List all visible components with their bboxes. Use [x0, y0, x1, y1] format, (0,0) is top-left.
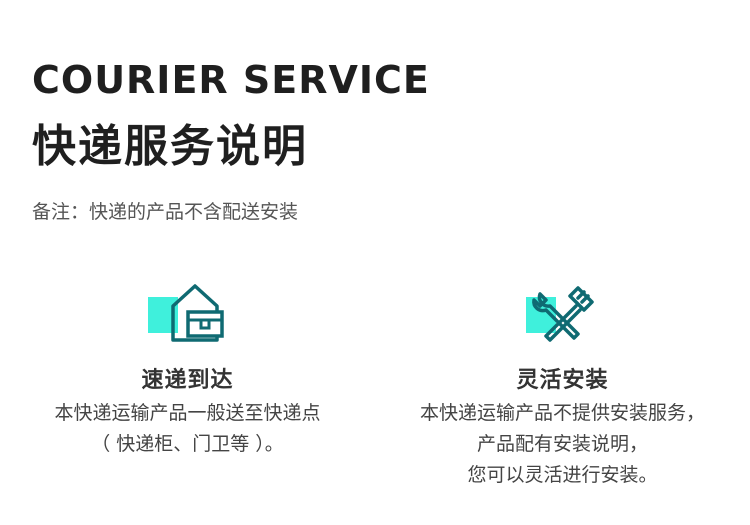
- delivery-note: 备注：快递的产品不含配送安装: [32, 201, 299, 223]
- description-line: 产品配有安装说明，: [476, 433, 648, 455]
- feature-title: 灵活安装: [516, 368, 609, 393]
- feature-flexible-install: 灵活安装 本快递运输产品不提供安装服务， 产品配有安装说明， 您可以灵活进行安装…: [375, 282, 750, 491]
- page-title-en: COURIER SERVICE: [32, 58, 430, 102]
- description-line: （ 快递柜、门卫等 ）。: [91, 433, 284, 455]
- feature-title: 速递到达: [141, 368, 234, 393]
- feature-fast-delivery: 速递到达 本快递运输产品一般送至快递点 （ 快递柜、门卫等 ）。: [0, 282, 375, 460]
- description-line: 本快递运输产品不提供安装服务，: [419, 402, 705, 424]
- description-line: 您可以灵活进行安装。: [467, 464, 658, 486]
- feature-description: 本快递运输产品不提供安装服务， 产品配有安装说明， 您可以灵活进行安装。: [375, 398, 750, 491]
- tools-icon: [525, 286, 594, 342]
- feature-description: 本快递运输产品一般送至快递点 （ 快递柜、门卫等 ）。: [0, 398, 375, 460]
- description-line: 本快递运输产品一般送至快递点: [54, 402, 321, 424]
- house-package-icon: [147, 284, 224, 342]
- page-title-cn: 快递服务说明: [32, 121, 308, 172]
